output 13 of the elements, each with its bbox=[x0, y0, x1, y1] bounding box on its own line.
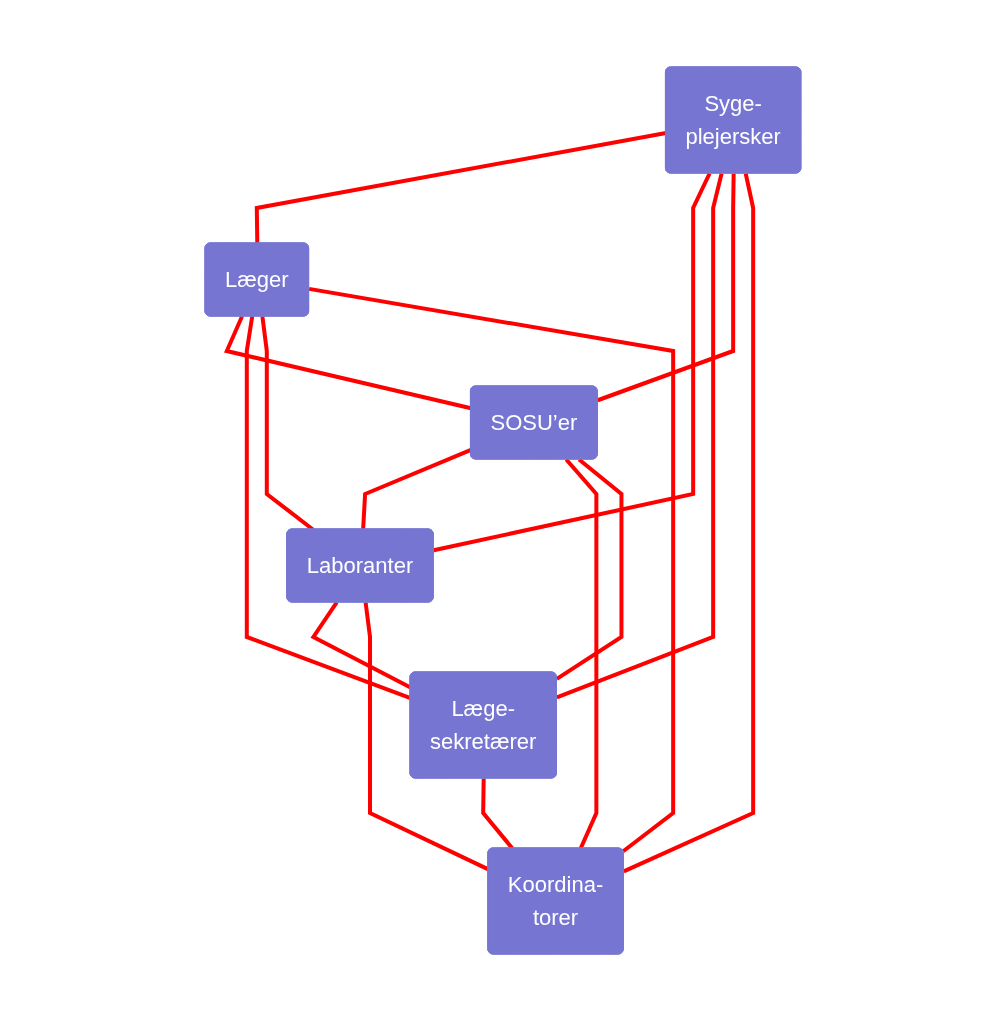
connector bbox=[254, 130, 666, 244]
connector bbox=[310, 600, 411, 689]
connector bbox=[363, 601, 489, 871]
connector bbox=[432, 172, 711, 552]
connector bbox=[596, 172, 736, 402]
connector bbox=[555, 457, 624, 681]
connector bbox=[555, 172, 724, 699]
connector bbox=[244, 315, 411, 700]
connector bbox=[564, 457, 598, 849]
connector bbox=[622, 172, 755, 873]
connector bbox=[223, 315, 471, 410]
connector bbox=[360, 447, 472, 530]
connector bbox=[308, 286, 675, 853]
